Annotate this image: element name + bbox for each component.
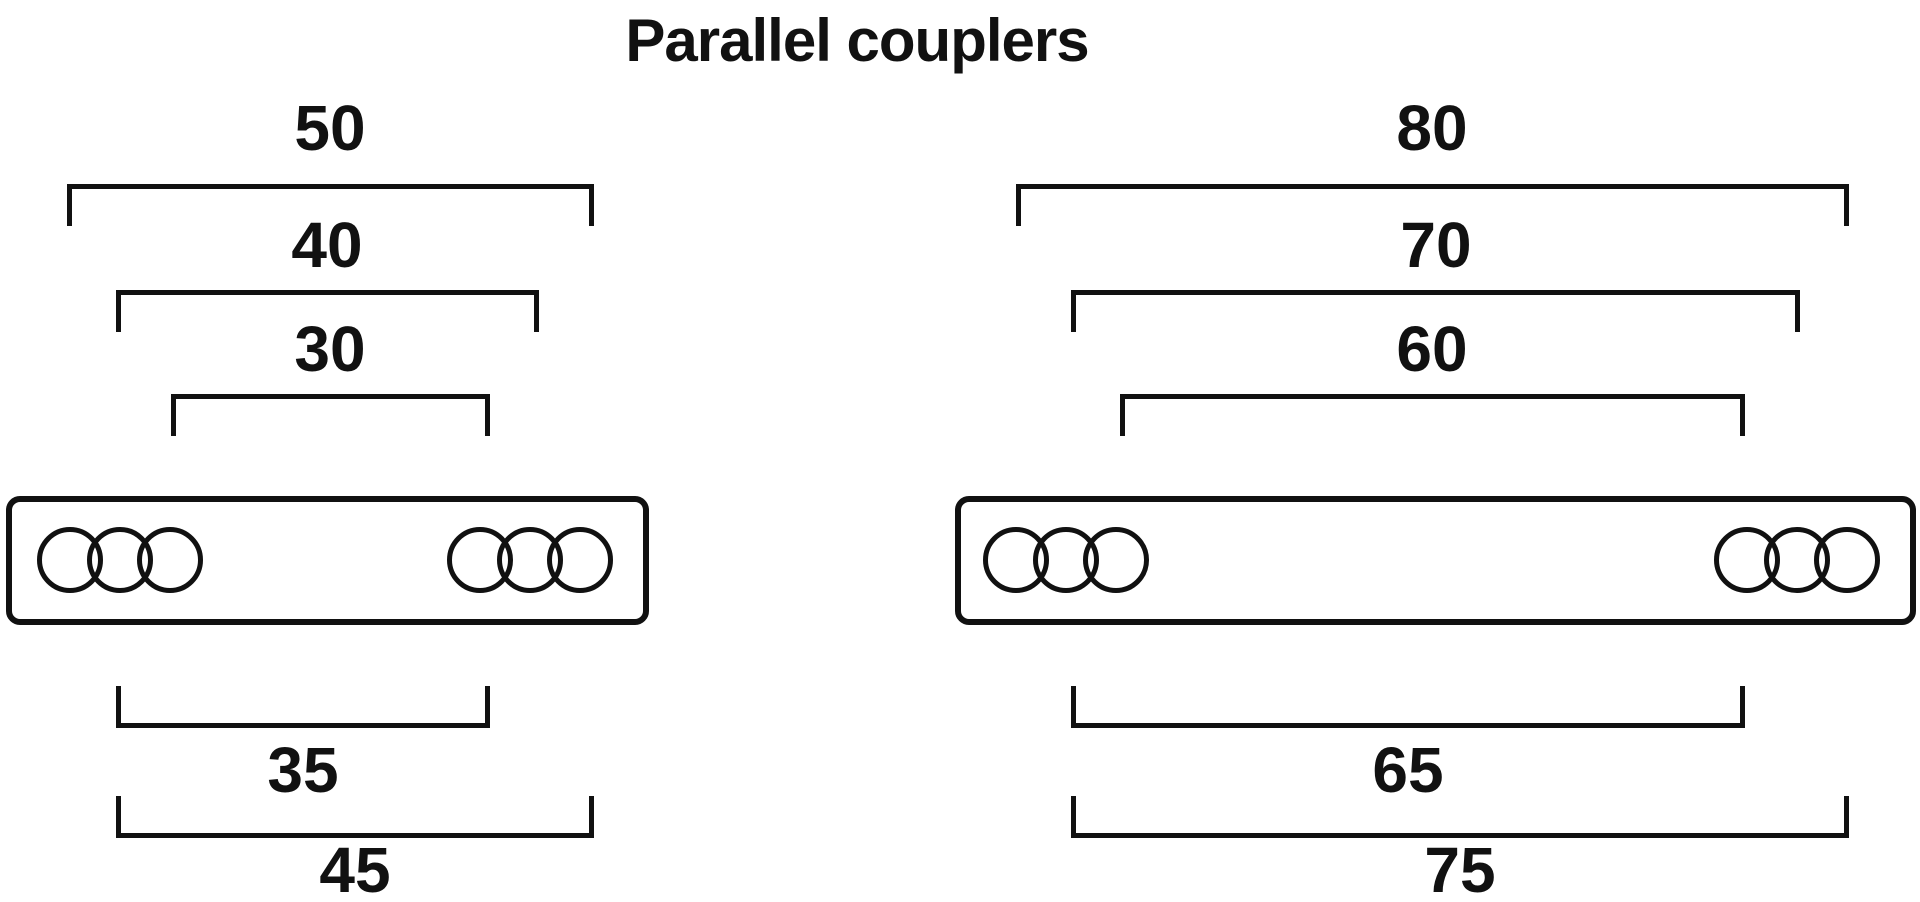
left-bottom-dim-bracket-1 bbox=[116, 686, 490, 728]
hole-circle bbox=[547, 527, 613, 593]
right-coupler-right-holes bbox=[1714, 527, 1880, 593]
right-bottom-dim-label-2: 75 bbox=[1424, 834, 1496, 902]
right-bottom-dim-bracket-2 bbox=[1071, 796, 1849, 838]
hole-circle bbox=[137, 527, 203, 593]
right-top-dim-bracket-1 bbox=[1016, 184, 1849, 226]
left-coupler-right-holes bbox=[447, 527, 613, 593]
right-top-dim-bracket-3 bbox=[1120, 394, 1745, 436]
right-top-dim-label-1: 80 bbox=[1396, 92, 1468, 164]
left-bottom-dim-label-1: 35 bbox=[267, 734, 339, 806]
left-top-dim-label-3: 30 bbox=[294, 313, 366, 385]
right-top-dim-bracket-2 bbox=[1071, 290, 1800, 332]
left-top-dim-bracket-3 bbox=[171, 394, 490, 436]
left-top-dim-bracket-2 bbox=[116, 290, 539, 332]
left-bottom-dim-label-2: 45 bbox=[319, 834, 391, 902]
hole-circle bbox=[1083, 527, 1149, 593]
right-bottom-dim-bracket-1 bbox=[1071, 686, 1745, 728]
right-top-dim-label-2: 70 bbox=[1400, 209, 1472, 281]
left-top-dim-label-1: 50 bbox=[294, 92, 366, 164]
left-top-dim-label-2: 40 bbox=[291, 209, 363, 281]
left-bottom-dim-bracket-2 bbox=[116, 796, 594, 838]
right-bottom-dim-label-1: 65 bbox=[1372, 734, 1444, 806]
left-top-dim-bracket-1 bbox=[67, 184, 594, 226]
left-coupler-left-holes bbox=[37, 527, 203, 593]
diagram-title: Parallel couplers bbox=[625, 7, 1089, 74]
hole-circle bbox=[1814, 527, 1880, 593]
right-coupler-left-holes bbox=[983, 527, 1149, 593]
right-top-dim-label-3: 60 bbox=[1396, 313, 1468, 385]
